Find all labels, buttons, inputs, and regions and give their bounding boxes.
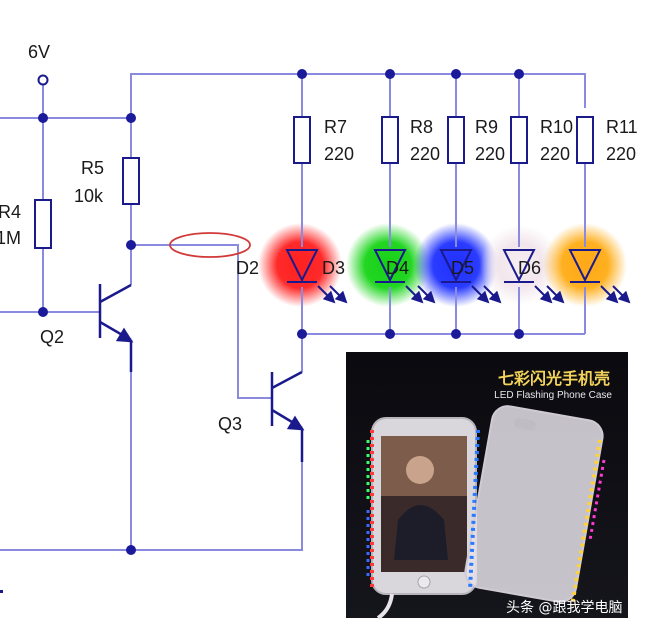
q2-transistor <box>98 283 134 372</box>
led-glows <box>258 223 627 307</box>
r5-value: 10k <box>74 186 104 206</box>
labels: 6V R4 1M R5 10k R7 220 R8 220 R9 220 R10… <box>0 42 638 434</box>
phone-front <box>371 417 477 595</box>
d2-glow <box>258 223 342 307</box>
r8-value: 220 <box>410 144 440 164</box>
r5-resistor <box>122 157 140 205</box>
r7-name: R7 <box>324 117 347 137</box>
home-button <box>417 575 431 589</box>
d2-led-symbol <box>285 249 348 304</box>
supply-terminal <box>37 74 49 86</box>
r10-value: 220 <box>540 144 570 164</box>
junction-node <box>514 329 524 339</box>
d5-label: D5 <box>451 258 474 278</box>
junction-node <box>126 113 136 123</box>
d3-glow <box>346 223 430 307</box>
r4-name: R4 <box>0 202 21 222</box>
d6-label: D6 <box>518 258 541 278</box>
supply-label: 6V <box>28 42 50 62</box>
highlight-ellipse <box>169 232 251 258</box>
ground-rail-wire <box>0 460 303 551</box>
led-strip-middle <box>468 429 480 591</box>
q3-base-wire <box>131 244 272 399</box>
junction-node <box>38 113 48 123</box>
resistor-bodies <box>34 116 594 249</box>
q3-label: Q3 <box>218 414 242 434</box>
r11-name: R11 <box>606 117 638 137</box>
edge-mark <box>0 590 3 593</box>
d6-led-symbol <box>568 249 631 304</box>
junction-node <box>297 329 307 339</box>
r10-name: R10 <box>540 117 573 137</box>
top-rail-wire <box>130 73 586 118</box>
phone-back-case <box>464 405 604 603</box>
d4-led-symbol <box>439 249 502 304</box>
r11-resistor <box>576 116 594 164</box>
phone-case-photo: 七彩闪光手机壳 LED Flashing Phone Case 头条 @跟我 <box>346 352 628 620</box>
d3-led-symbol <box>373 249 436 304</box>
junction-node <box>126 545 136 555</box>
r9-resistor <box>447 116 465 164</box>
junction-node <box>385 69 395 79</box>
r4-resistor <box>34 199 52 249</box>
d5-led-symbol <box>502 249 565 304</box>
junction-node <box>451 69 461 79</box>
r11-value: 220 <box>606 144 636 164</box>
r4-value: 1M <box>0 228 21 248</box>
junction-nodes <box>38 69 524 555</box>
r7-value: 220 <box>324 144 354 164</box>
wires <box>0 73 586 551</box>
junction-node <box>126 240 136 250</box>
r9-name: R9 <box>475 117 498 137</box>
r5-name: R5 <box>81 158 104 178</box>
q3-transistor <box>270 370 305 462</box>
photo-title: 七彩闪光手机壳 <box>498 369 610 388</box>
d5-glow <box>480 225 560 305</box>
r7-resistor <box>293 116 311 164</box>
junction-node <box>38 307 48 317</box>
junction-node <box>385 329 395 339</box>
led-symbols <box>285 249 631 304</box>
portrait-suit <box>394 505 448 560</box>
phone-back <box>464 405 604 603</box>
camera-cutout <box>513 418 536 431</box>
led-strips <box>366 429 606 607</box>
led-strip-right <box>570 439 602 607</box>
r9-value: 220 <box>475 144 505 164</box>
junction-node <box>451 329 461 339</box>
r8-resistor <box>381 116 399 164</box>
photo-subtitle: LED Flashing Phone Case <box>494 390 612 401</box>
q2-label: Q2 <box>40 327 64 347</box>
d4-label: D4 <box>386 258 409 278</box>
portrait-face <box>406 456 434 484</box>
d4-glow <box>414 223 498 307</box>
r10-resistor <box>510 116 528 164</box>
r8-name: R8 <box>410 117 433 137</box>
junction-node <box>514 69 524 79</box>
charging-cable <box>376 593 394 620</box>
junction-node <box>297 69 307 79</box>
d3-label: D3 <box>322 258 345 278</box>
watermark: 头条 @跟我学电脑 <box>506 599 622 616</box>
d6-glow <box>543 223 627 307</box>
d2-label: D2 <box>236 258 259 278</box>
